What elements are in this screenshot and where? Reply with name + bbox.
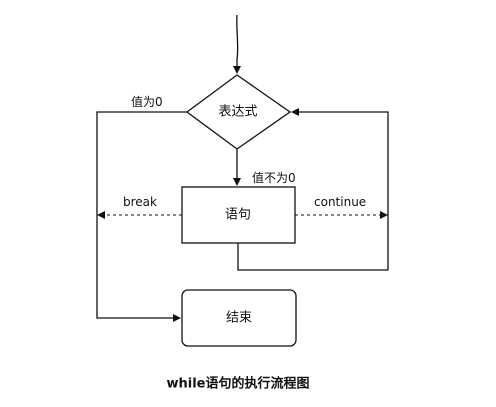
true-label: 值不为0 xyxy=(252,170,296,185)
false-arrowhead xyxy=(173,314,181,322)
loop-back-edge xyxy=(237,111,389,271)
loop-back-arrowhead xyxy=(291,108,299,116)
caption: while语句的执行流程图 xyxy=(167,376,310,392)
true-arrowhead xyxy=(233,178,241,186)
false-label: 值为0 xyxy=(131,94,163,109)
end-label: 结束 xyxy=(226,311,252,326)
statement-box xyxy=(181,186,296,244)
continue-label: continue xyxy=(314,195,366,209)
break-arrowhead xyxy=(97,211,105,219)
end-box xyxy=(181,289,297,347)
break-label: break xyxy=(123,195,157,209)
statement-label: 语句 xyxy=(225,208,251,223)
entry-edge xyxy=(236,14,239,68)
entry-arrowhead xyxy=(233,66,241,74)
continue-arrowhead xyxy=(380,211,388,219)
condition-label: 表达式 xyxy=(218,105,257,120)
